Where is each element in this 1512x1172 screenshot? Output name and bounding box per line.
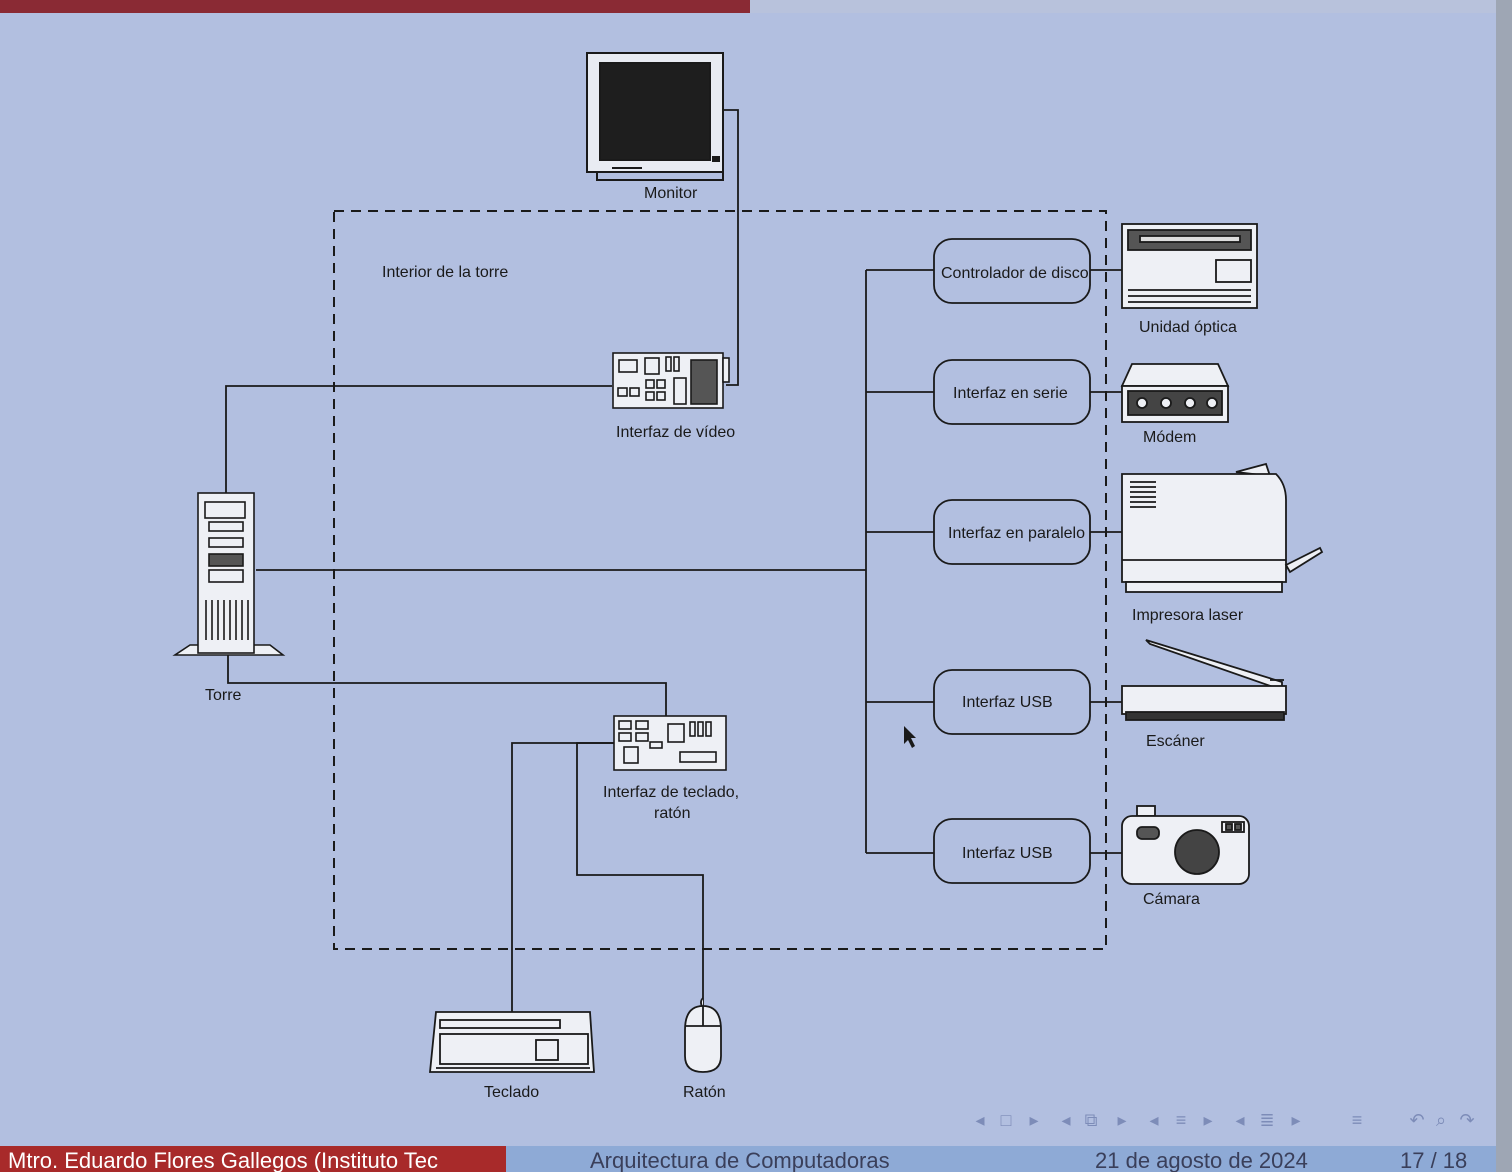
- search-icon[interactable]: ⌕: [1435, 1110, 1447, 1130]
- section-next-icon[interactable]: ▸: [1203, 1110, 1213, 1130]
- video-card-icon: [612, 352, 730, 409]
- section-icon[interactable]: ≡: [1175, 1110, 1187, 1130]
- optical-drive-label: Unidad óptica: [1139, 319, 1237, 336]
- section-prev-icon[interactable]: ◂: [1149, 1110, 1159, 1130]
- subsection-icon[interactable]: ⧉: [1084, 1110, 1098, 1130]
- controller-disk-box: [933, 238, 1091, 304]
- monitor-icon: [586, 52, 724, 181]
- optical-drive-icon: [1121, 223, 1258, 309]
- controller-parallel-box: [933, 499, 1091, 565]
- undo-icon[interactable]: ↶: [1409, 1110, 1425, 1130]
- controller-usb1-label: Interfaz USB: [962, 694, 1053, 711]
- connection-lines: [225, 109, 1122, 1012]
- frame-next-icon[interactable]: ▸: [1029, 1110, 1039, 1130]
- slide-footer: Mtro. Eduardo Flores Gallegos (Instituto…: [0, 1146, 1512, 1172]
- computer-architecture-diagram: Interior de la torre: [172, 52, 1324, 1101]
- kb-interface-label-line1: Interfaz de teclado,: [603, 784, 739, 801]
- camera-icon: [1121, 805, 1250, 885]
- video-interface-label: Interfaz de vídeo: [616, 424, 735, 441]
- mouse-label: Ratón: [683, 1084, 726, 1101]
- mouse-cursor-icon: [904, 726, 916, 748]
- controller-serial-label: Interfaz en serie: [953, 385, 1068, 402]
- toc-icon[interactable]: ≡: [1351, 1110, 1363, 1130]
- frame-prev-icon[interactable]: ◂: [975, 1110, 985, 1130]
- camera-label: Cámara: [1143, 891, 1200, 908]
- doc-icon[interactable]: ≣: [1259, 1110, 1275, 1130]
- monitor-label: Monitor: [644, 185, 698, 202]
- tower-interior-label: Interior de la torre: [382, 264, 508, 281]
- controller-parallel-label: Interfaz en paralelo: [948, 525, 1085, 542]
- footer-title: Arquitectura de Computadoras: [590, 1148, 890, 1172]
- modem-icon: [1120, 363, 1230, 423]
- kb-keyboard-link: [511, 742, 614, 1012]
- subsection-prev-icon[interactable]: ◂: [1061, 1110, 1071, 1130]
- frame-icon[interactable]: □: [1000, 1110, 1012, 1130]
- subsection-next-icon[interactable]: ▸: [1117, 1110, 1127, 1130]
- modem-label: Módem: [1143, 429, 1196, 446]
- header-bar: [750, 0, 1512, 13]
- doc-prev-icon[interactable]: ◂: [1235, 1110, 1245, 1130]
- tower-interior-boundary: [333, 210, 1107, 950]
- controller-usb2-label: Interfaz USB: [962, 845, 1053, 862]
- kb-interface-label-line2: ratón: [654, 805, 690, 822]
- mouse-icon: [684, 997, 722, 1073]
- scanner-icon: [1121, 639, 1287, 721]
- controller-disk-label: Controlador de disco: [941, 265, 1089, 282]
- tower-kb-link: [227, 655, 667, 716]
- kb-interface-card-icon: [613, 715, 727, 771]
- tower-video-link: [225, 385, 612, 493]
- controller-serial-box: [933, 359, 1091, 425]
- scanner-label: Escáner: [1146, 733, 1205, 750]
- laser-printer-label: Impresora laser: [1132, 607, 1244, 624]
- redo-icon[interactable]: ↷: [1459, 1110, 1475, 1130]
- footer-author: Mtro. Eduardo Flores Gallegos (Instituto…: [0, 1146, 506, 1172]
- tower-icon: [172, 492, 286, 656]
- keyboard-icon: [429, 1011, 595, 1073]
- doc-next-icon[interactable]: ▸: [1291, 1110, 1301, 1130]
- laser-printer-icon: [1121, 462, 1324, 593]
- controller-usb2-box: [933, 818, 1091, 884]
- footer-page-number: 17 / 18: [1400, 1148, 1468, 1172]
- keyboard-label: Teclado: [484, 1084, 539, 1101]
- header-accent-bar: [0, 0, 750, 13]
- kb-mouse-link: [576, 742, 704, 1008]
- screen-edge: [1496, 0, 1512, 1172]
- footer-date: 21 de agosto de 2024: [1095, 1148, 1308, 1172]
- controller-usb1-box: [933, 669, 1091, 735]
- beamer-navigation-bar: ◂ □ ▸ ◂ ⧉ ▸ ◂ ≡ ▸ ◂ ≣ ▸ ≡ ↶ ⌕ ↷: [970, 1106, 1490, 1134]
- tower-label: Torre: [205, 687, 242, 704]
- monitor-video-link: [724, 109, 739, 386]
